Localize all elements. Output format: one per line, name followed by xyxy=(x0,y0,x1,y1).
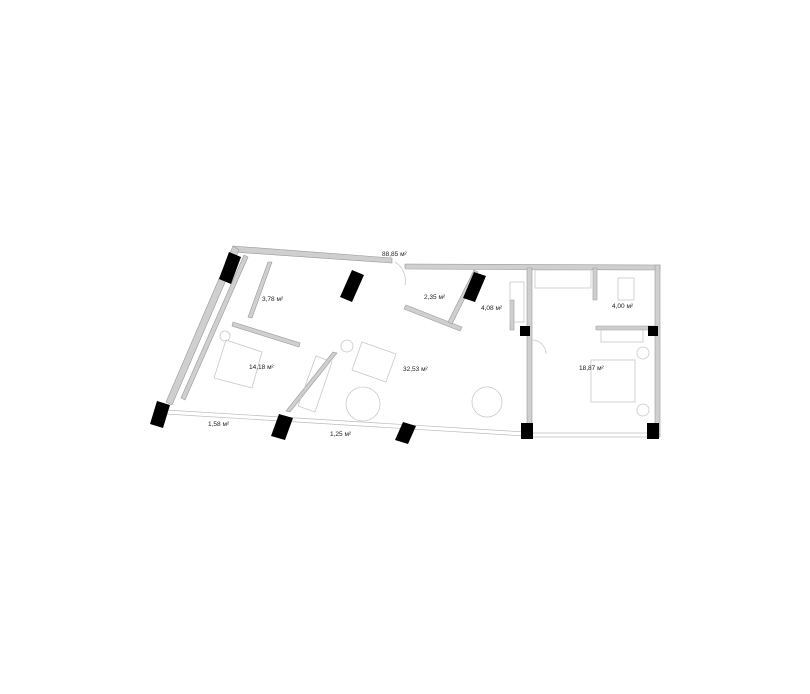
toilet xyxy=(617,277,635,301)
room-area-hall: 4,08 м² xyxy=(481,305,503,312)
room-area-living-kitchen: 32,53 м² xyxy=(403,366,429,373)
coffee-table xyxy=(351,341,397,383)
furniture xyxy=(213,261,650,422)
wardrobe xyxy=(534,269,592,289)
bedroom-door-swing xyxy=(531,339,547,355)
walls xyxy=(165,245,661,438)
room-area-bedroom-1: 14,18 м² xyxy=(249,364,275,371)
entry-door-swing xyxy=(394,261,406,286)
room-area-balcony-1: 1,58 м² xyxy=(208,421,230,428)
vanity xyxy=(600,327,644,343)
windows xyxy=(165,340,661,438)
room-area-bathroom-1: 3,78 м² xyxy=(262,296,284,303)
room-area-wc: 2,35 м² xyxy=(424,294,446,301)
room-area-bedroom-2: 18,87 м² xyxy=(579,365,605,372)
room-area-balcony-2: 1,25 м² xyxy=(330,431,352,438)
pillars xyxy=(150,252,659,444)
rug xyxy=(345,386,381,422)
room-area-bathroom-2: 4,00 м² xyxy=(612,303,634,310)
area-labels: 88,85 м² 3,78 м² 14,18 м² 1,58 м² 1,25 м… xyxy=(208,251,634,438)
total-area-label: 88,85 м² xyxy=(382,251,408,258)
bed-2 xyxy=(590,359,636,403)
bed-1 xyxy=(213,339,263,389)
dining-table xyxy=(471,386,503,418)
sofa xyxy=(297,355,333,413)
